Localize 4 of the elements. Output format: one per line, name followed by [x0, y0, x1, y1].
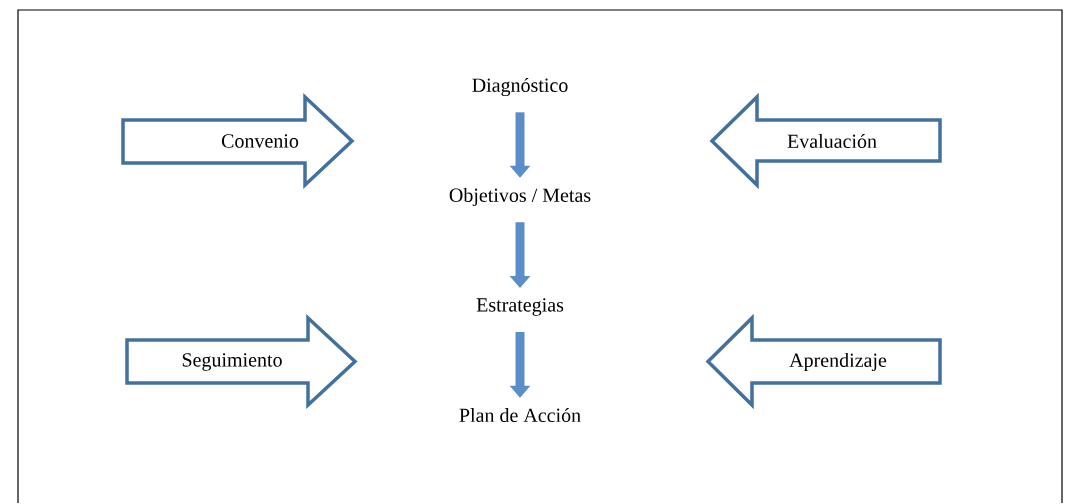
step-label: Diagnóstico: [472, 77, 568, 97]
step-label: Estrategias: [476, 298, 564, 316]
step-label: Plan de Acción: [459, 407, 581, 423]
step-label: Objetivos / Metas: [449, 187, 591, 207]
